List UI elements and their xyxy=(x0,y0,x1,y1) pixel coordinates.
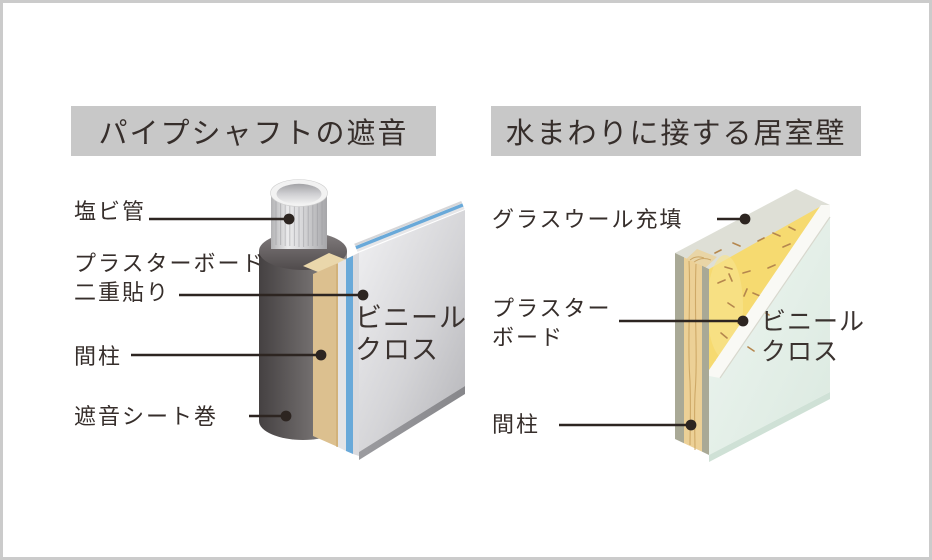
leader-sheet-dot xyxy=(280,410,292,422)
label-stud-left: 間柱 xyxy=(74,345,123,370)
glass-wool-highlight xyxy=(707,255,743,359)
label-sound-sheet: 遮音シート巻 xyxy=(74,405,219,430)
pvc-pipe-opening-inner xyxy=(276,183,322,205)
wall-face-bevel xyxy=(359,386,465,460)
room-wall-illustration xyxy=(675,189,831,462)
label-glass-wool: グラスウール充填 xyxy=(492,208,684,233)
leader-stud-left-dot xyxy=(315,349,327,361)
stud-side-strip-left xyxy=(675,253,684,444)
surface-text-right: ビニール クロス xyxy=(761,307,866,366)
wall-top-band-blue xyxy=(355,203,464,250)
label-plasterboard-right: プラスター ボード xyxy=(492,297,612,351)
stud-end-grain-rings xyxy=(689,256,712,264)
diagram-canvas xyxy=(131,179,831,462)
plasterboard-layer-2 xyxy=(353,252,359,456)
surface-text-left: ビニール クロス xyxy=(355,303,467,367)
label-stud-right: 間柱 xyxy=(492,413,541,438)
wall-face xyxy=(359,210,465,452)
stud-side-strip-right xyxy=(702,265,709,455)
label-pvc-pipe: 塩ビ管 xyxy=(74,200,147,225)
leader-wool-dot xyxy=(739,213,751,225)
leader-board-right-dot xyxy=(737,315,749,327)
plasterboard-cut-edge xyxy=(709,205,830,378)
plasterboard-layer-1 xyxy=(338,259,346,451)
wall-top-face xyxy=(675,189,830,269)
plasterboard-cut-shadow xyxy=(719,216,831,379)
leader-stud-right-dot xyxy=(685,419,697,431)
label-plasterboard-double: プラスターボード 二重貼り xyxy=(74,252,266,306)
pipe-shaft-illustration xyxy=(259,179,465,460)
leader-pipe-dot xyxy=(283,213,295,225)
wood-stud xyxy=(684,257,702,452)
left-diagram-title: パイプシャフトの遮音 xyxy=(71,106,436,156)
vinyl-cloth-layer xyxy=(346,255,353,454)
right-diagram-title: 水まわりに接する居室壁 xyxy=(491,106,861,156)
stud-top-face xyxy=(303,253,349,274)
leader-lines xyxy=(131,213,751,431)
wall-top-band-gray xyxy=(354,200,463,247)
vinyl-cloth-bevel xyxy=(709,392,830,462)
wall-top-band-white xyxy=(356,206,465,252)
leader-board-left-dot xyxy=(357,289,369,301)
